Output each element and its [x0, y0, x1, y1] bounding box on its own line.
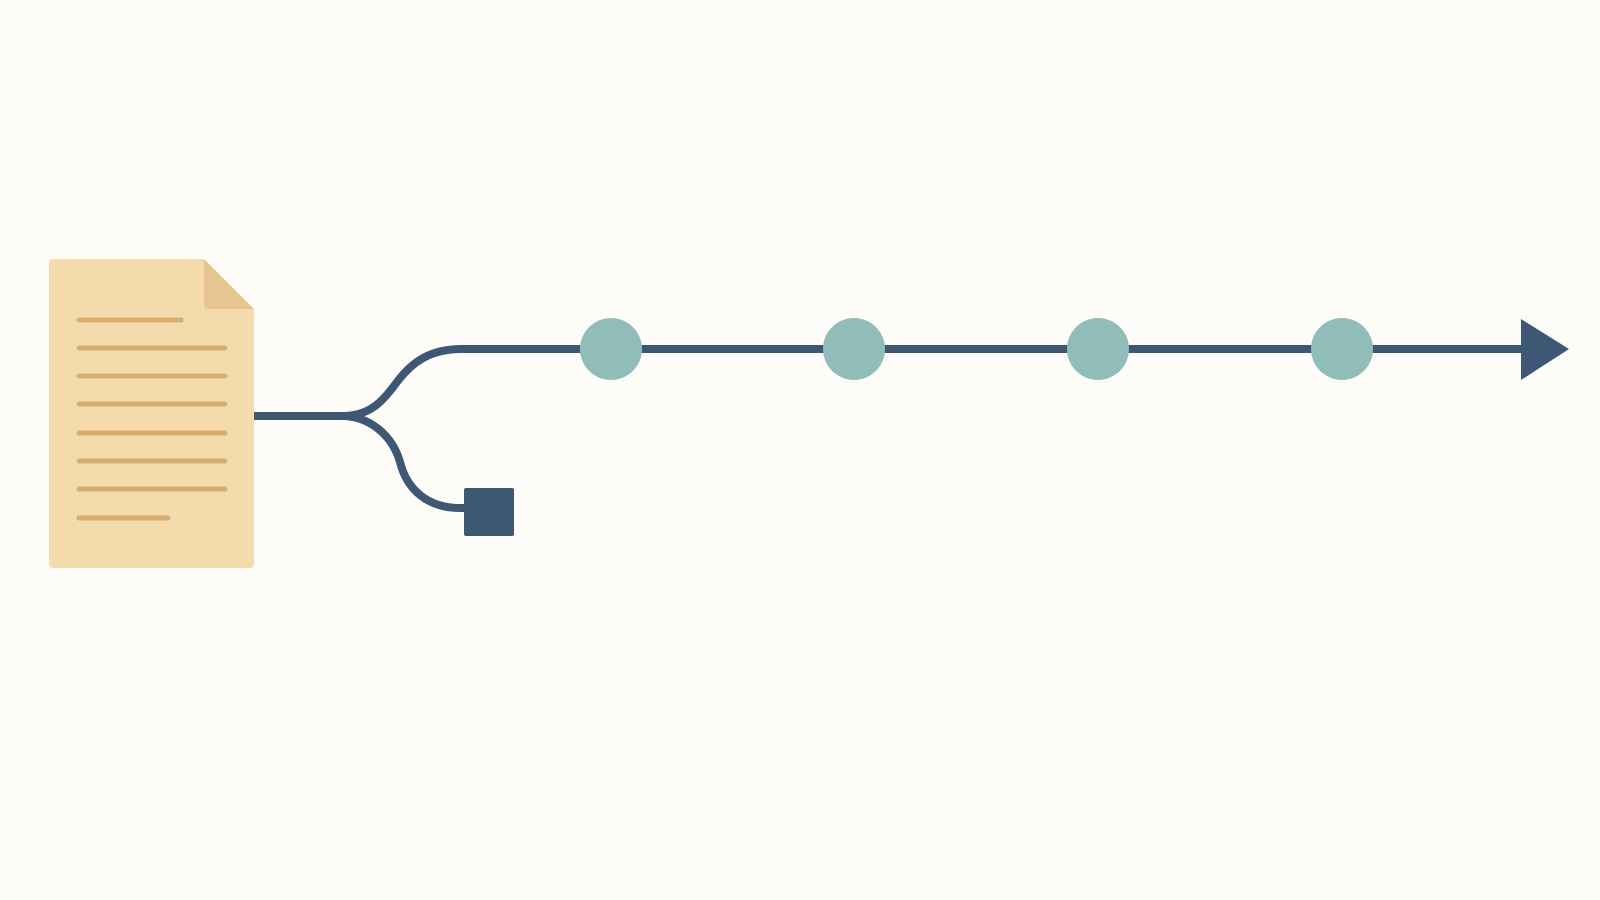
step-node-1 — [580, 318, 642, 380]
document-fold — [204, 259, 254, 309]
step-node-2 — [823, 318, 885, 380]
end-square-node — [464, 488, 514, 536]
step-node-4 — [1311, 318, 1373, 380]
step-node-3 — [1067, 318, 1129, 380]
document-icon — [49, 259, 254, 568]
step-nodes — [580, 318, 1373, 380]
connector-branch-to-square — [341, 412, 466, 512]
connector-branch-to-main-line — [341, 345, 611, 420]
arrowhead-icon — [1521, 319, 1569, 380]
document-text-lines — [76, 317, 228, 521]
